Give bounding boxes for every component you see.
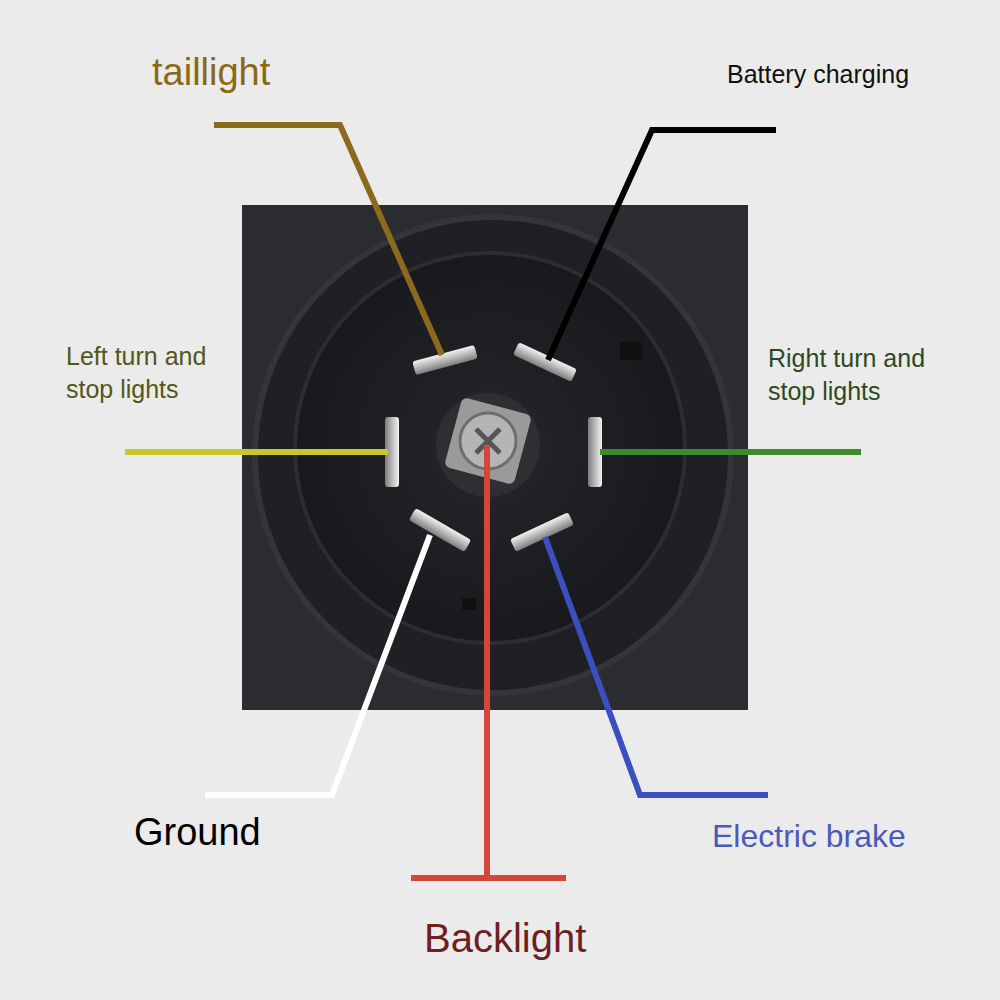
pin-label: Electric brake	[712, 816, 906, 858]
pin-label: Backlight	[424, 912, 586, 964]
key-slot	[462, 598, 476, 610]
key-slot	[620, 342, 642, 360]
pins	[385, 342, 602, 552]
pin-label: Ground	[134, 808, 261, 857]
pin-label: taillight	[152, 48, 270, 97]
housing	[242, 205, 748, 710]
leader-lines	[125, 125, 861, 878]
pin-label: Left turn and stop lights	[66, 340, 251, 405]
pin-label: Right turn and stop lights	[768, 342, 953, 407]
pin-label: Battery charging	[727, 58, 909, 91]
